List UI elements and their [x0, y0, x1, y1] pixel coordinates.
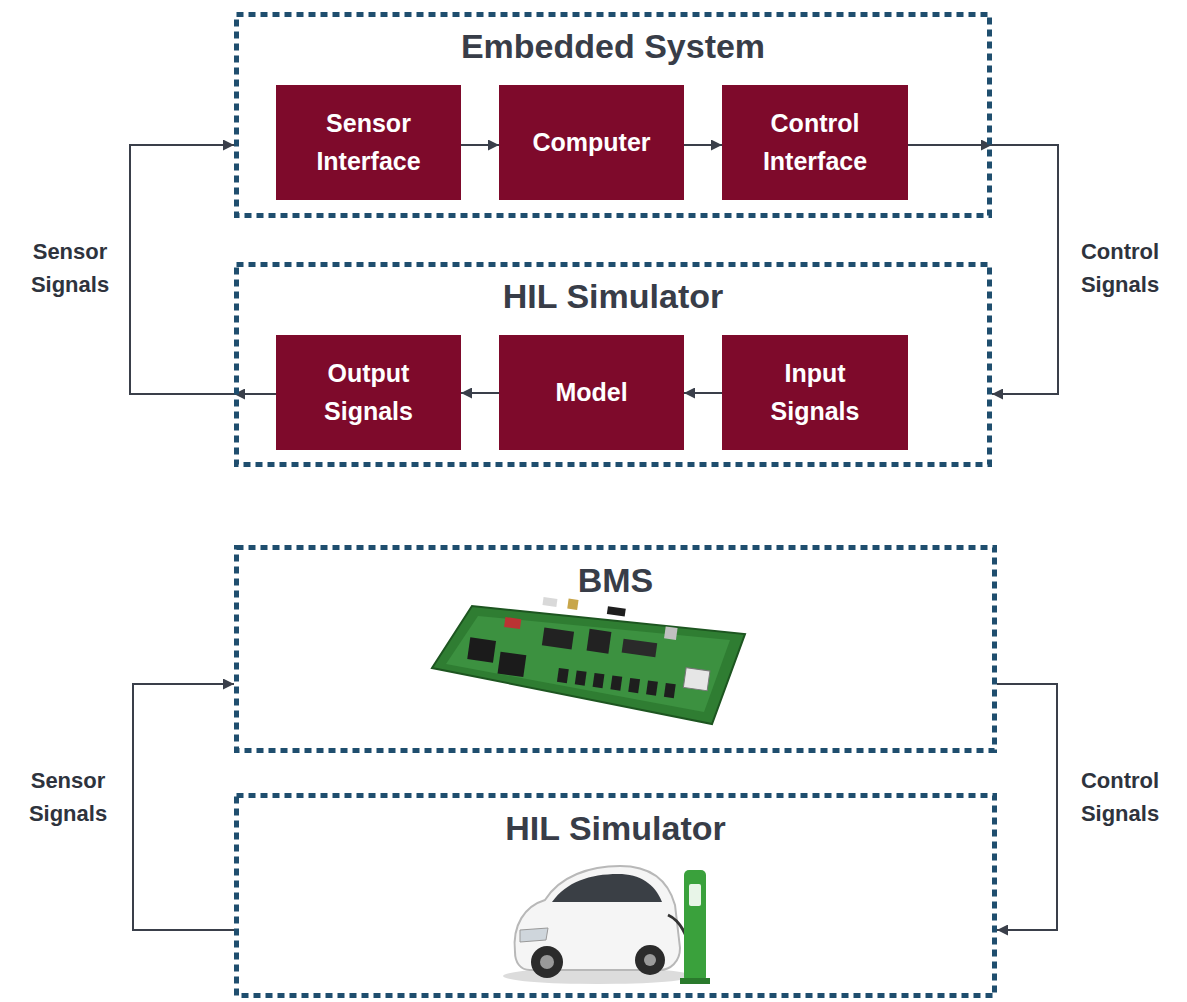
component [610, 675, 622, 690]
arrow-connector [461, 144, 499, 146]
charger-base [680, 978, 710, 984]
arrow-connector [461, 392, 499, 394]
process-box: Sensor Interface [276, 85, 461, 200]
process-box: Computer [499, 85, 684, 200]
arrow-connector [234, 393, 276, 395]
hub [644, 954, 656, 966]
dashed-group: BMS [234, 545, 997, 753]
arrow-connector [684, 144, 722, 146]
box-label: Control Interface [750, 105, 880, 180]
pcb [432, 606, 745, 724]
component [593, 673, 605, 688]
hub [540, 955, 554, 969]
connector [467, 637, 496, 662]
charger-panel [689, 884, 701, 906]
box-label: Input Signals [750, 355, 880, 430]
process-box: Input Signals [722, 335, 908, 450]
process-box: Control Interface [722, 85, 908, 200]
chip [587, 629, 612, 654]
component [628, 678, 640, 693]
box-label: Model [555, 374, 627, 412]
box-label: Output Signals [304, 355, 434, 430]
dashed-group: Embedded SystemSensor Interface Computer C… [234, 12, 992, 218]
wheel [531, 946, 563, 978]
process-box: Model [499, 335, 684, 450]
car-window [552, 874, 662, 902]
component [607, 606, 626, 616]
connector [498, 652, 527, 677]
box-label: Sensor Interface [304, 105, 434, 180]
component [542, 597, 557, 607]
signal-label: Sensor Signals [12, 764, 124, 830]
dashed-group: HIL Simulator [234, 793, 997, 998]
group-heading: HIL Simulator [234, 810, 997, 847]
component [504, 617, 521, 629]
charger [684, 870, 706, 982]
group-heading: Embedded System [234, 28, 992, 65]
arrow-connector [684, 392, 722, 394]
arrow-connector [992, 145, 1058, 394]
signal-label: Control Signals [1064, 764, 1176, 830]
component [664, 683, 676, 698]
arrow-connector [997, 684, 1057, 930]
component [567, 599, 578, 610]
component [646, 680, 658, 695]
component [575, 670, 587, 685]
bms-board [432, 586, 745, 724]
process-box: Output Signals [276, 335, 461, 450]
chip [542, 628, 574, 650]
electric-car [503, 866, 710, 984]
connector [683, 668, 710, 691]
group-heading: BMS [234, 562, 997, 599]
arrow-connector [908, 144, 992, 146]
signal-label: Sensor Signals [14, 235, 126, 301]
signal-label: Control Signals [1064, 235, 1176, 301]
components [466, 586, 717, 703]
dashed-group: HIL SimulatorOutput Signals Model Input Si… [234, 262, 992, 467]
arrow-connector [130, 145, 234, 394]
box-label: Computer [532, 124, 650, 162]
chip [622, 639, 658, 658]
headlight [520, 928, 548, 942]
component [557, 668, 569, 683]
wheel [635, 945, 665, 975]
group-heading: HIL Simulator [234, 278, 992, 315]
pcb-face [446, 616, 730, 712]
component [664, 626, 678, 640]
arrow-connector [133, 684, 234, 930]
